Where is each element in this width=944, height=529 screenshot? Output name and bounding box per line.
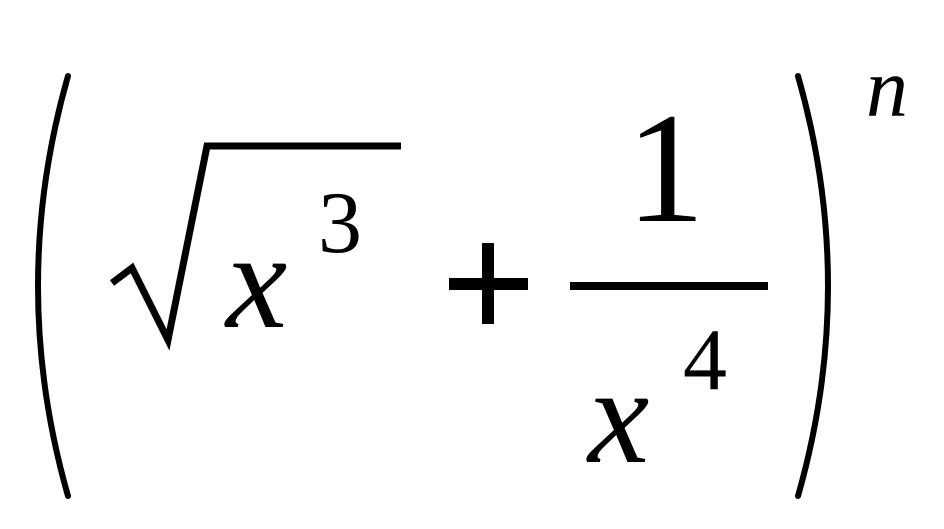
radicand-base: x — [224, 204, 287, 357]
fraction-denominator-base: x — [586, 339, 649, 492]
fraction-denominator-exponent: 4 — [683, 312, 727, 409]
left-parenthesis — [35, 73, 71, 499]
plus-operator-text: + — [450, 312, 456, 323]
radical-sign — [109, 142, 401, 351]
right-parenthesis — [795, 73, 831, 499]
plus-sign — [449, 243, 528, 324]
fraction-numerator: 1 — [626, 81, 705, 256]
radicand-exponent: 3 — [318, 175, 362, 272]
outer-exponent: n — [866, 42, 908, 135]
